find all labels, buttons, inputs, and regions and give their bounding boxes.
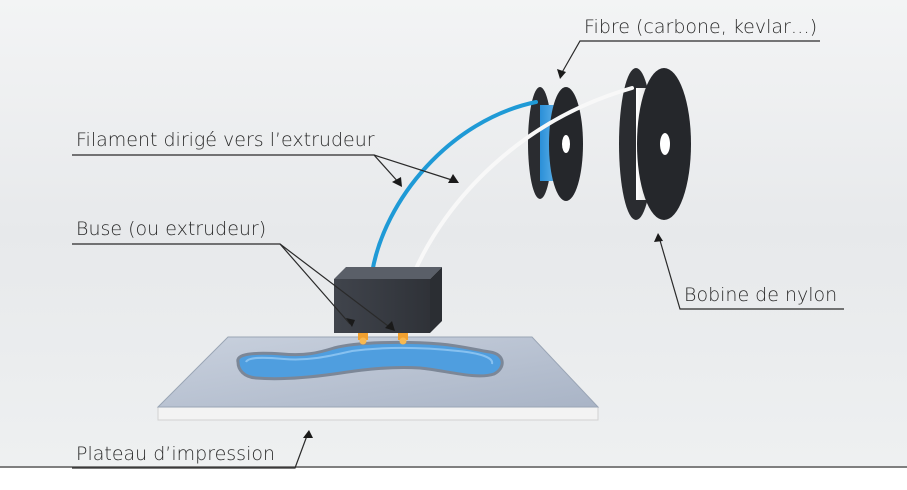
nylon-filament [412, 86, 634, 275]
label-plateau: Plateau d’impression [76, 443, 275, 465]
nozzles [358, 333, 408, 345]
label-fibre: Fibre (carbone, kevlar…) [584, 16, 817, 38]
fibre-spool [528, 87, 583, 201]
leader-lines [72, 40, 844, 469]
printed-part [236, 340, 504, 381]
label-bobine: Bobine de nylon [684, 284, 837, 306]
extruder-block [334, 267, 442, 333]
fibre-filament [370, 100, 538, 275]
nylon-spool [619, 68, 691, 220]
arrow-heads [303, 69, 663, 438]
bottom-margin [0, 468, 907, 490]
label-filament: Filament dirigé vers l’extrudeur [76, 129, 375, 151]
label-buse: Buse (ou extrudeur) [76, 218, 266, 240]
